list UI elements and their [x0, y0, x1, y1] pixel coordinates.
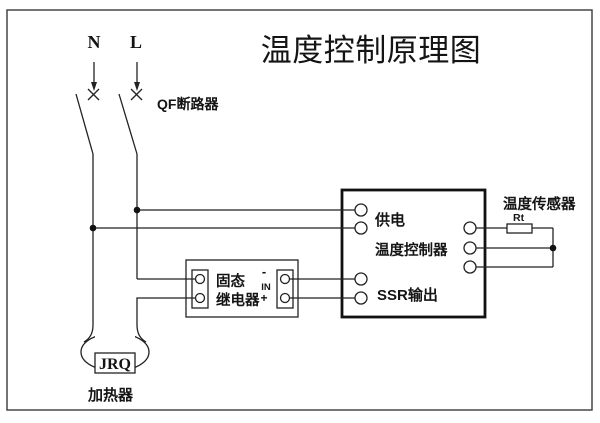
label-heater: 加热器 [87, 386, 134, 404]
label-neutral: N [88, 32, 101, 52]
controller-terminals [354, 203, 477, 305]
label-breaker: QF断路器 [157, 96, 219, 112]
heater-symbol: JRQ [80, 324, 150, 374]
ssr-name-line1: 固态 [216, 272, 245, 290]
ssr-minus-label: - [262, 264, 266, 279]
sensor-name-label: 温度传感器 [503, 195, 576, 213]
page-title: 温度控制原理图 [261, 33, 482, 69]
ssr-in-label: IN [261, 282, 271, 293]
breaker-pole-l-symbol [118, 62, 143, 155]
heater-tag-box [94, 352, 136, 374]
junction-dot-live [133, 206, 141, 214]
breaker-pole-n-symbol [75, 62, 100, 155]
arrow-down-icon [134, 82, 140, 91]
junction-dot-neutral [89, 224, 97, 232]
controller-power-label: 供电 [374, 211, 405, 229]
ssr-terminals [194, 273, 291, 304]
label-live: L [130, 32, 142, 52]
controller-name-label: 温度控制器 [375, 241, 448, 259]
ssr-plus-label: + [260, 291, 267, 305]
heater-tag: JRQ [99, 356, 131, 373]
resistor-rt-symbol [506, 223, 533, 234]
junction-dot-sensor [549, 244, 557, 252]
arrow-down-icon [91, 82, 97, 91]
wires [92, 154, 554, 325]
diagram-border [6, 9, 593, 411]
wire-ssr-to-heater [136, 297, 200, 325]
sensor-rt-label: Rt [513, 212, 525, 224]
controller-ssr-output-label: SSR输出 [377, 286, 438, 304]
ssr-name-line2: 继电器 [216, 291, 260, 309]
